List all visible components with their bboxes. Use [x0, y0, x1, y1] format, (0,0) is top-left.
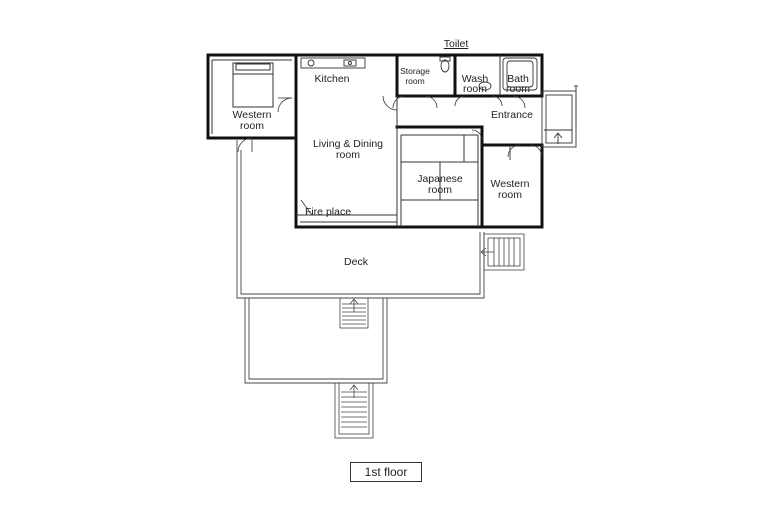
western-room-right-label-line1: Western [491, 178, 530, 190]
entrance-label: Entrance [491, 109, 533, 121]
deck-stairs-middle [339, 297, 369, 329]
deck-stairs-bottom [334, 382, 374, 439]
bath-room-label-line1: Bath [507, 73, 529, 85]
storage-room-label-line1: Storage [400, 66, 430, 76]
wash-room-label-line2: room [463, 83, 487, 95]
kitchen-label: Kitchen [314, 73, 349, 85]
room-labels: Western room Kitchen Storage room Toilet… [233, 38, 534, 268]
storage-room-label-line2: room [405, 76, 424, 86]
bed [232, 62, 274, 108]
deck-stairs-right [480, 233, 525, 271]
wash-room-label-line1: Wash [462, 73, 489, 85]
fire-place-label: Fire place [305, 206, 351, 218]
living-dining-label-line1: Living & Dining [313, 138, 383, 150]
living-dining-label-line2: room [336, 149, 360, 161]
bathroom-fixtures [439, 56, 538, 91]
western-room-left-label-line2: room [240, 120, 264, 132]
bath-room-label-line2: room [506, 83, 530, 95]
western-room-left-label-line1: Western [233, 109, 272, 121]
deck-label: Deck [344, 256, 369, 268]
building-walls [206, 53, 544, 229]
entrance-porch [509, 85, 578, 160]
japanese-room-label-line1: Japanese [417, 173, 463, 185]
japanese-room-label-line2: room [428, 184, 452, 196]
toilet-label: Toilet [444, 38, 469, 50]
western-room-right-label-line2: room [498, 189, 522, 201]
interior-lines [211, 55, 501, 227]
doors [237, 95, 543, 216]
floor-label: 1st floor [350, 462, 422, 482]
kitchen-counter [300, 57, 366, 69]
